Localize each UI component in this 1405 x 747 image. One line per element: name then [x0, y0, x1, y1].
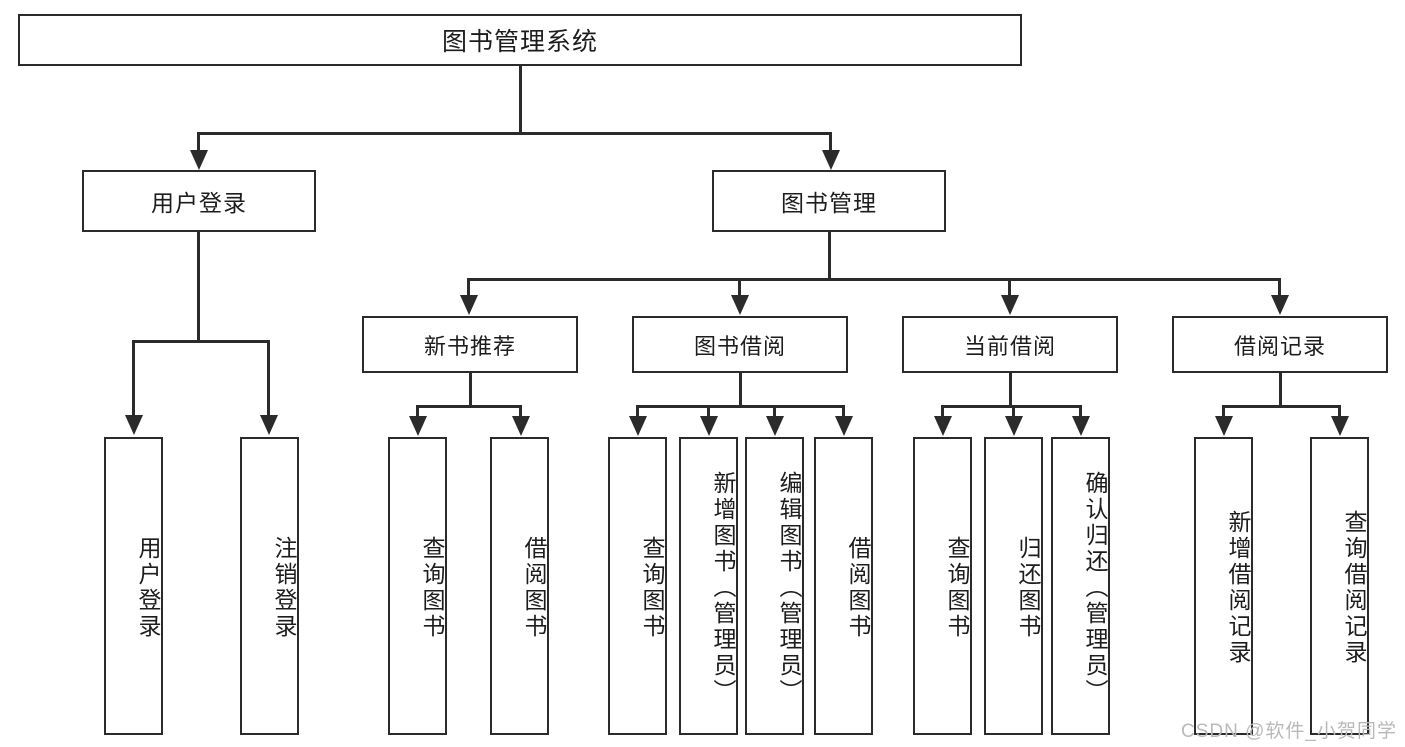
arrowhead-down-icon [1004, 416, 1023, 436]
arrowhead-down-icon [1071, 416, 1090, 436]
node-new-book-recommend[interactable]: 新书推荐 [362, 316, 578, 373]
connector-book-management-bus [468, 278, 1280, 281]
connector-root-to-user-login [197, 132, 200, 154]
leaf-label: 用户登录 [135, 536, 161, 640]
node-borrow-record[interactable]: 借阅记录 [1172, 316, 1388, 373]
connector-new-book-to-leaf-2 [519, 405, 522, 419]
connector-book-management-stem [827, 232, 831, 280]
leaf-label: 编辑图书（管理员） [776, 471, 802, 705]
leaf-label: 注销登录 [271, 536, 297, 640]
connector-borrow-record-bus [1223, 405, 1341, 408]
connector-root-stem [518, 66, 522, 134]
arrowhead-down-icon [259, 415, 278, 435]
connector-new-book-stem [468, 373, 472, 407]
connector-book-borrow-to-leaf-2 [707, 405, 710, 419]
arrowhead-down-icon [1214, 416, 1233, 436]
arrowhead-down-icon [699, 416, 718, 436]
arrowhead-down-icon [511, 416, 530, 436]
leaf-book-borrow-add-book-admin[interactable]: 新增图书（管理员） [679, 437, 738, 735]
arrowhead-down-icon [821, 150, 840, 170]
connector-book-borrow-to-leaf-4 [842, 405, 845, 419]
connector-bm-to-current-borrow [1008, 278, 1011, 298]
leaf-label: 查询图书 [419, 536, 445, 640]
connector-current-borrow-to-leaf-2 [1012, 405, 1015, 419]
leaf-borrow-record-query-record[interactable]: 查询借阅记录 [1310, 437, 1369, 735]
connector-borrow-record-stem [1278, 373, 1282, 407]
connector-bm-to-new-book [467, 278, 470, 298]
leaf-new-book-borrow-book[interactable]: 借阅图书 [490, 437, 549, 735]
leaf-label: 查询图书 [944, 536, 970, 640]
connector-borrow-record-to-leaf-1 [1222, 405, 1225, 419]
connector-root-to-book-management [829, 132, 832, 154]
arrowhead-down-icon [1330, 416, 1349, 436]
node-current-borrow[interactable]: 当前借阅 [902, 316, 1118, 373]
leaf-user-login-login[interactable]: 用户登录 [104, 437, 163, 735]
connector-user-login-to-leaf-1 [132, 340, 135, 418]
leaf-new-book-query-book[interactable]: 查询图书 [388, 437, 447, 735]
connector-book-borrow-bus [637, 405, 844, 408]
leaf-current-borrow-query-book[interactable]: 查询图书 [913, 437, 972, 735]
arrowhead-down-icon [834, 416, 853, 436]
connector-current-borrow-bus [942, 405, 1081, 408]
connector-book-borrow-stem [738, 373, 742, 407]
leaf-borrow-record-add-record[interactable]: 新增借阅记录 [1194, 437, 1253, 735]
leaf-current-borrow-return-book[interactable]: 归还图书 [984, 437, 1043, 735]
arrowhead-down-icon [124, 415, 143, 435]
connector-user-login-to-leaf-2 [267, 340, 270, 418]
leaf-label: 确认归还（管理员） [1082, 471, 1108, 705]
connector-user-login-bus [133, 340, 269, 343]
csdn-watermark: CSDN @软件_小贺同学 [1181, 721, 1397, 742]
leaf-book-borrow-edit-book-admin[interactable]: 编辑图书（管理员） [745, 437, 804, 735]
arrowhead-down-icon [1000, 295, 1019, 315]
node-book-management[interactable]: 图书管理 [712, 170, 946, 232]
leaf-book-borrow-borrow-book[interactable]: 借阅图书 [814, 437, 873, 735]
arrowhead-down-icon [730, 295, 749, 315]
connector-user-login-stem [197, 232, 200, 342]
connector-root-bus [198, 132, 832, 135]
node-root-book-management-system[interactable]: 图书管理系统 [18, 14, 1022, 66]
leaf-label: 查询借阅记录 [1341, 510, 1367, 666]
connector-current-borrow-to-leaf-1 [941, 405, 944, 419]
connector-bm-to-book-borrow [738, 278, 741, 298]
arrowhead-down-icon [628, 416, 647, 436]
connector-book-borrow-to-leaf-1 [636, 405, 639, 419]
leaf-label: 归还图书 [1015, 536, 1041, 640]
leaf-user-login-logout[interactable]: 注销登录 [240, 437, 299, 735]
leaf-label: 新增图书（管理员） [710, 471, 736, 705]
arrowhead-down-icon [1270, 295, 1289, 315]
arrowhead-down-icon [933, 416, 952, 436]
connector-book-borrow-to-leaf-3 [773, 405, 776, 419]
connector-bm-to-borrow-record [1278, 278, 1281, 298]
arrowhead-down-icon [459, 295, 478, 315]
leaf-current-borrow-confirm-return-admin[interactable]: 确认归还（管理员） [1051, 437, 1110, 735]
leaf-label: 新增借阅记录 [1225, 510, 1251, 666]
connector-borrow-record-to-leaf-2 [1338, 405, 1341, 419]
leaf-book-borrow-query-book[interactable]: 查询图书 [608, 437, 667, 735]
connector-new-book-to-leaf-1 [416, 405, 419, 419]
node-user-login[interactable]: 用户登录 [82, 170, 316, 232]
connector-current-borrow-to-leaf-3 [1079, 405, 1082, 419]
leaf-label: 查询图书 [639, 536, 665, 640]
leaf-label: 借阅图书 [845, 536, 871, 640]
connector-new-book-bus [417, 405, 522, 408]
arrowhead-down-icon [765, 416, 784, 436]
arrowhead-down-icon [189, 150, 208, 170]
connector-current-borrow-stem [1008, 373, 1012, 407]
node-book-borrow[interactable]: 图书借阅 [632, 316, 848, 373]
arrowhead-down-icon [408, 416, 427, 436]
leaf-label: 借阅图书 [521, 536, 547, 640]
